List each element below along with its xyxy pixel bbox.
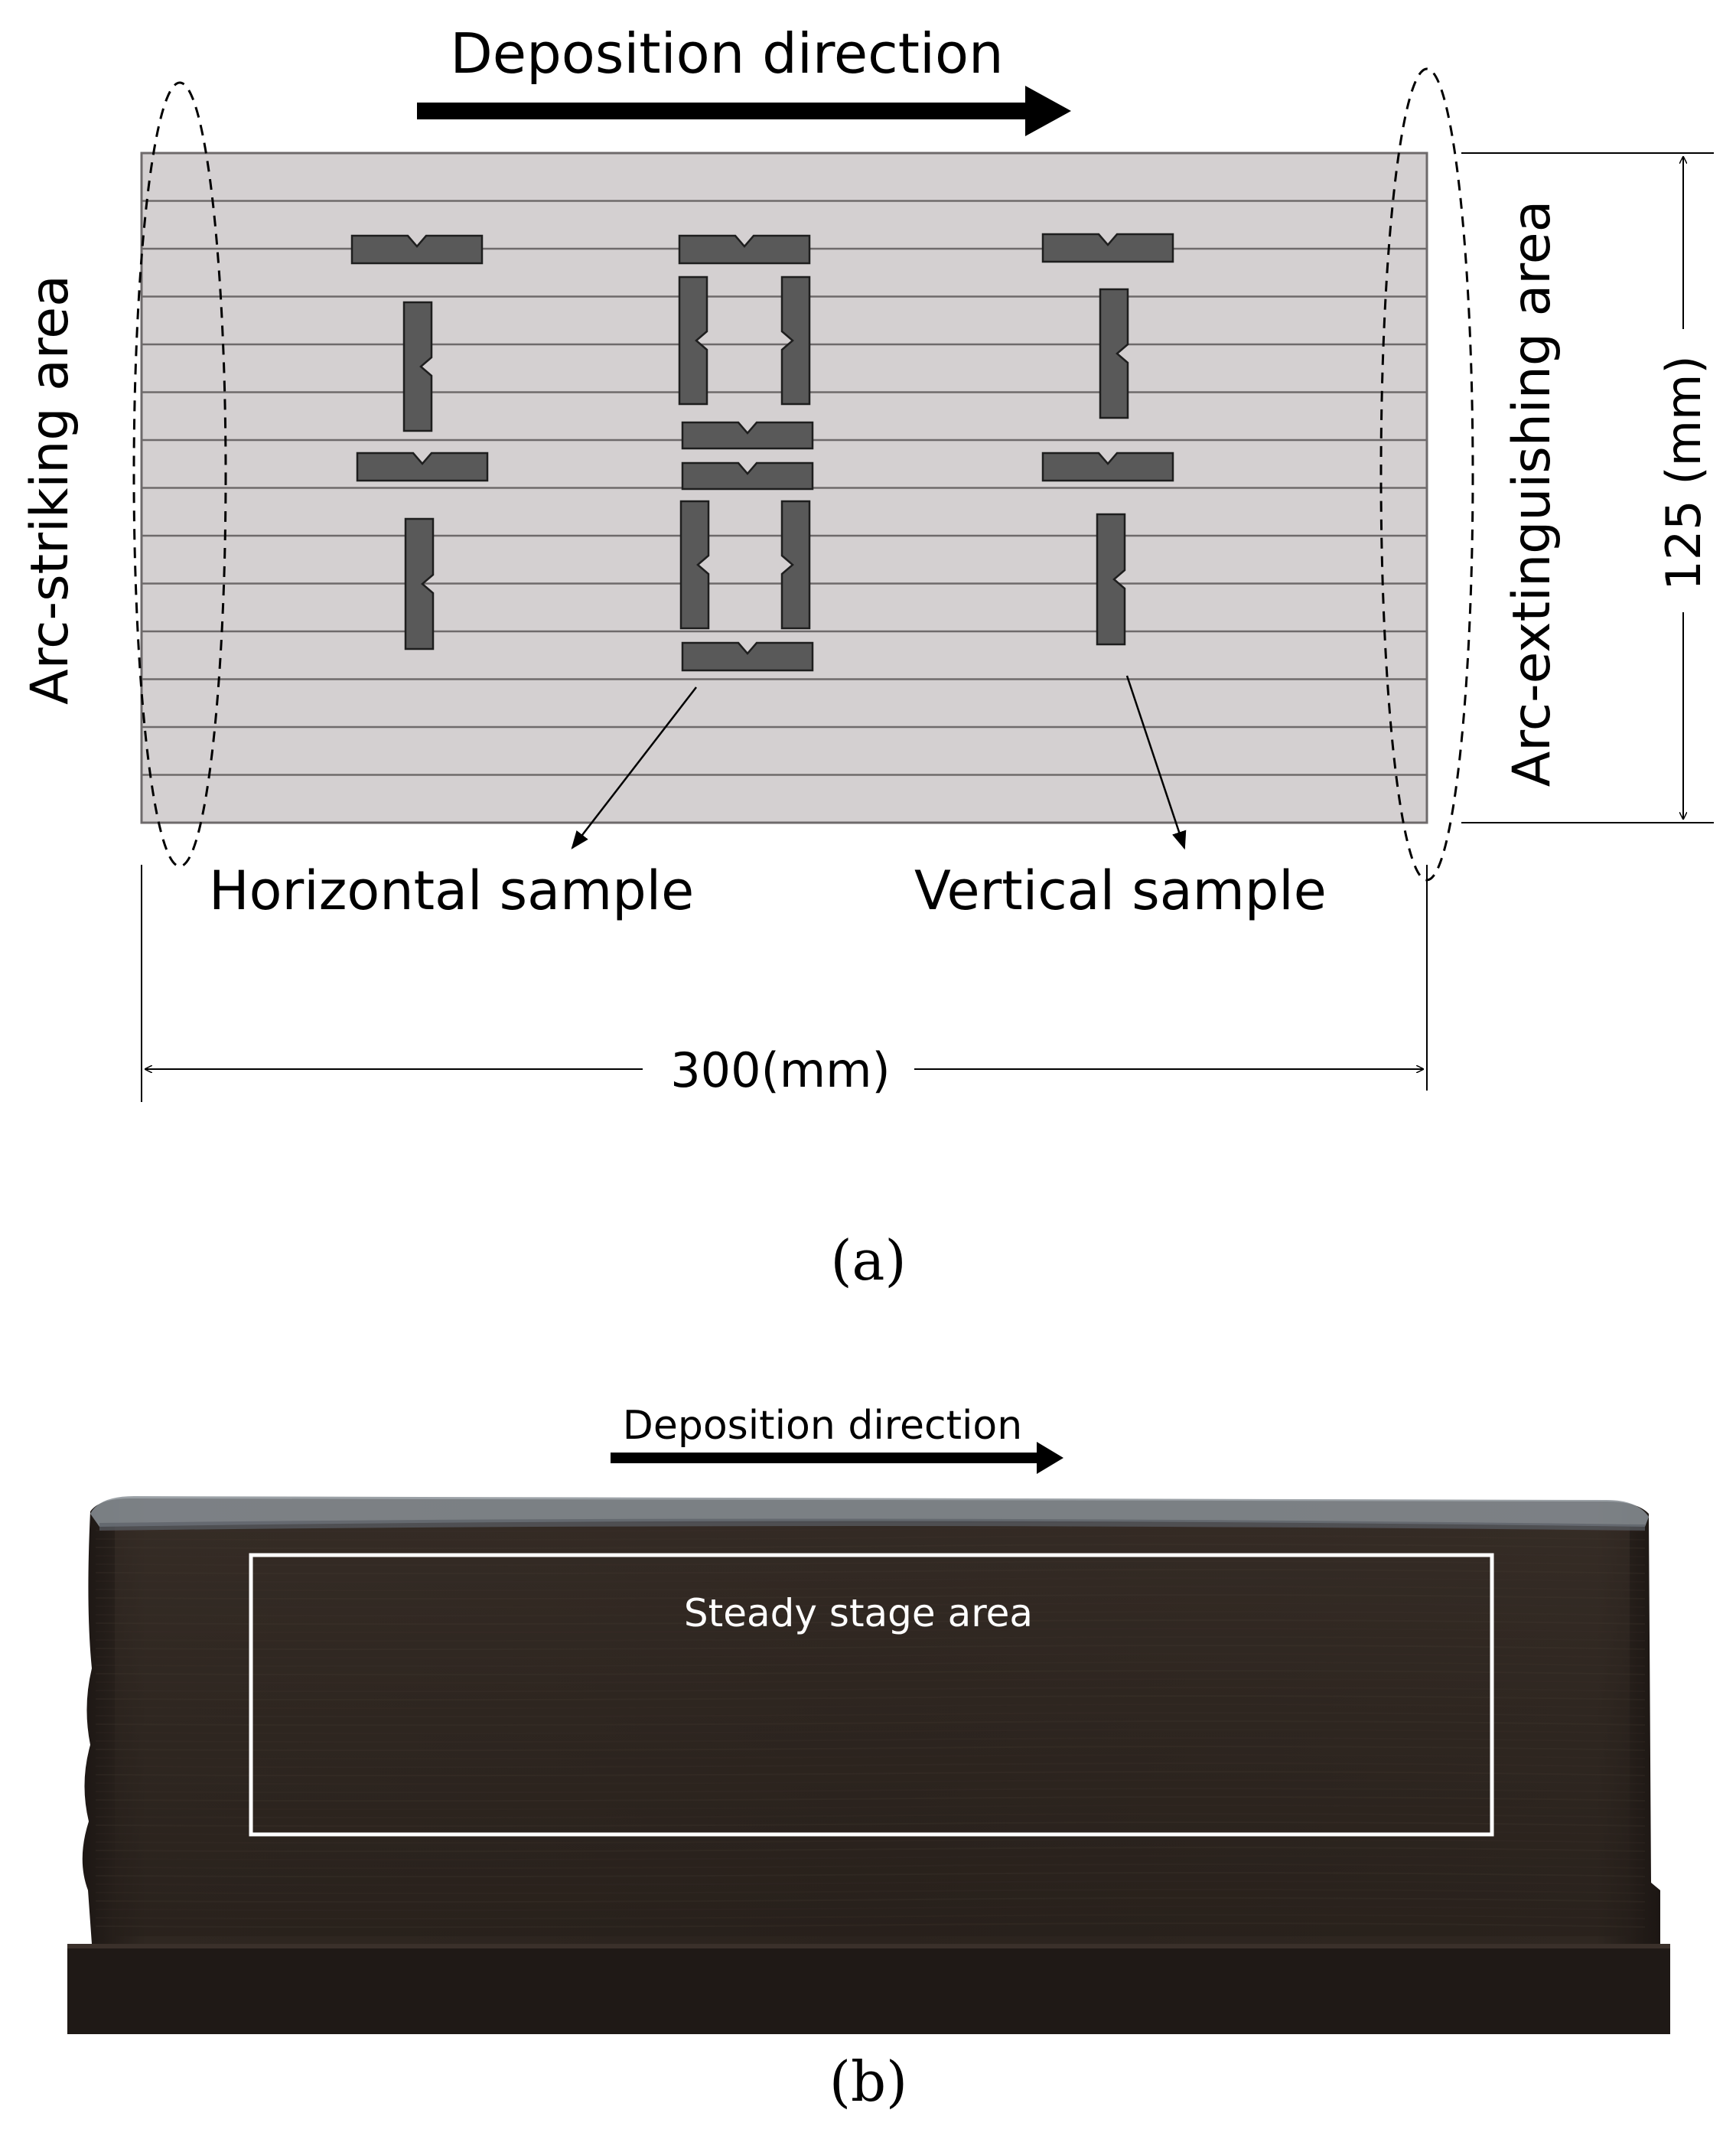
photo-layer-line: [95, 1889, 1646, 1895]
photo-layer-line: [95, 1619, 1646, 1625]
horizontal-sample: [350, 234, 484, 265]
photo-layer-line: [95, 1645, 1646, 1651]
photo-layer-line: [95, 1922, 1646, 1929]
photo-layer-line: [95, 1855, 1646, 1861]
vertical-sample: [402, 301, 433, 432]
photo-layer-line: [95, 1653, 1646, 1659]
photo-layer-line: [95, 1712, 1646, 1718]
photo-layer-line: [95, 1670, 1646, 1676]
height-dimension: [1461, 152, 1714, 823]
horizontal-sample: [681, 421, 814, 450]
photo-layer-line: [95, 1821, 1646, 1828]
photo-layer-line: [95, 1628, 1646, 1634]
photo-layer-line: [95, 1771, 1646, 1777]
panel-b: Deposition direction Steady stage area (…: [67, 1403, 1670, 2114]
photo-layer-line: [95, 1661, 1646, 1668]
photo-layer-line: [95, 1737, 1646, 1743]
photo-layer-line: [95, 1603, 1646, 1609]
photo-layer-line: [95, 1535, 1646, 1541]
photo-layer-line: [95, 1678, 1646, 1684]
caption-a: (a): [830, 1228, 906, 1293]
vertical-sample: [1099, 288, 1129, 419]
horizontal-sample: [681, 461, 814, 491]
horizontal-sample: [1041, 233, 1174, 263]
photo-layer-line: [95, 1729, 1646, 1735]
photo-layer-line: [95, 1586, 1646, 1592]
photo-layer-line: [95, 1872, 1646, 1878]
photo-layer-line: [95, 1704, 1646, 1710]
photo-layer-line: [95, 1897, 1646, 1903]
photo-layer-line: [95, 1779, 1646, 1785]
photo-layer-line: [95, 1863, 1646, 1870]
arc-striking-label: Arc-striking area: [20, 275, 80, 705]
photo-layer-line: [95, 1687, 1646, 1693]
vertical-sample: [679, 500, 710, 630]
horizontal-sample-label: Horizontal sample: [209, 859, 694, 922]
photo-layer-line: [95, 1762, 1646, 1769]
photo-layer-line: [95, 1577, 1646, 1583]
photo-layer-line: [95, 1611, 1646, 1617]
steady-stage-box: [249, 1553, 1494, 1837]
photo-layer-line: [95, 1594, 1646, 1600]
deposition-arrow: [417, 86, 1071, 136]
horizontal-sample: [681, 641, 814, 672]
photo-layer-line: [95, 1636, 1646, 1642]
photo-layer-line: [95, 1544, 1646, 1550]
vertical-sample-pointer: [1125, 675, 1187, 850]
samples-group: [350, 233, 1174, 672]
vertical-sample: [780, 276, 811, 406]
vertical-sample: [1096, 513, 1126, 646]
width-dimension: [141, 865, 1428, 1102]
arc-extinguishing-label: Arc-extinguishing area: [1502, 201, 1562, 787]
vertical-sample: [678, 276, 708, 406]
photo-layer-line: [95, 1914, 1646, 1920]
photo-layer-line: [95, 1527, 1646, 1533]
vertical-sample-label: Vertical sample: [914, 859, 1327, 922]
photo-layer-lines: [95, 1527, 1646, 1929]
photo-layer-line: [95, 1813, 1646, 1819]
caption-b: (b): [829, 2049, 907, 2114]
photo-layer-line: [95, 1838, 1646, 1844]
vertical-sample: [404, 517, 435, 651]
vertical-sample: [780, 500, 811, 630]
photo-layer-line: [95, 1560, 1646, 1567]
arc-striking-ellipse: [132, 81, 227, 868]
photo-layer-line: [95, 1796, 1646, 1802]
photo-layer-line: [95, 1746, 1646, 1752]
deposit-photo: [67, 1496, 1670, 2034]
deposition-direction-label: Deposition direction: [450, 21, 1003, 86]
horizontal-sample: [356, 452, 489, 482]
photo-layer-line: [95, 1754, 1646, 1760]
height-label: 125 (mm): [1656, 355, 1712, 590]
horizontal-sample-pointer: [571, 686, 697, 849]
horizontal-sample: [1041, 452, 1174, 482]
photo-layer-line: [95, 1695, 1646, 1701]
photo-layer-line: [95, 1880, 1646, 1886]
panel-a: Deposition direction Arc-striking area A…: [20, 21, 1714, 1293]
photo-layer-line: [95, 1720, 1646, 1727]
steady-stage-label: Steady stage area: [684, 1591, 1033, 1635]
deposition-direction-label-b: Deposition direction: [623, 1403, 1022, 1449]
width-label: 300(mm): [670, 1042, 891, 1098]
deposition-arrow-b: [611, 1442, 1063, 1474]
photo-layer-line: [95, 1847, 1646, 1853]
photo-layer-line: [95, 1569, 1646, 1575]
photo-layer-line: [95, 1906, 1646, 1912]
horizontal-sample: [678, 234, 811, 265]
photo-layer-line: [95, 1805, 1646, 1811]
photo-layer-line: [95, 1788, 1646, 1794]
